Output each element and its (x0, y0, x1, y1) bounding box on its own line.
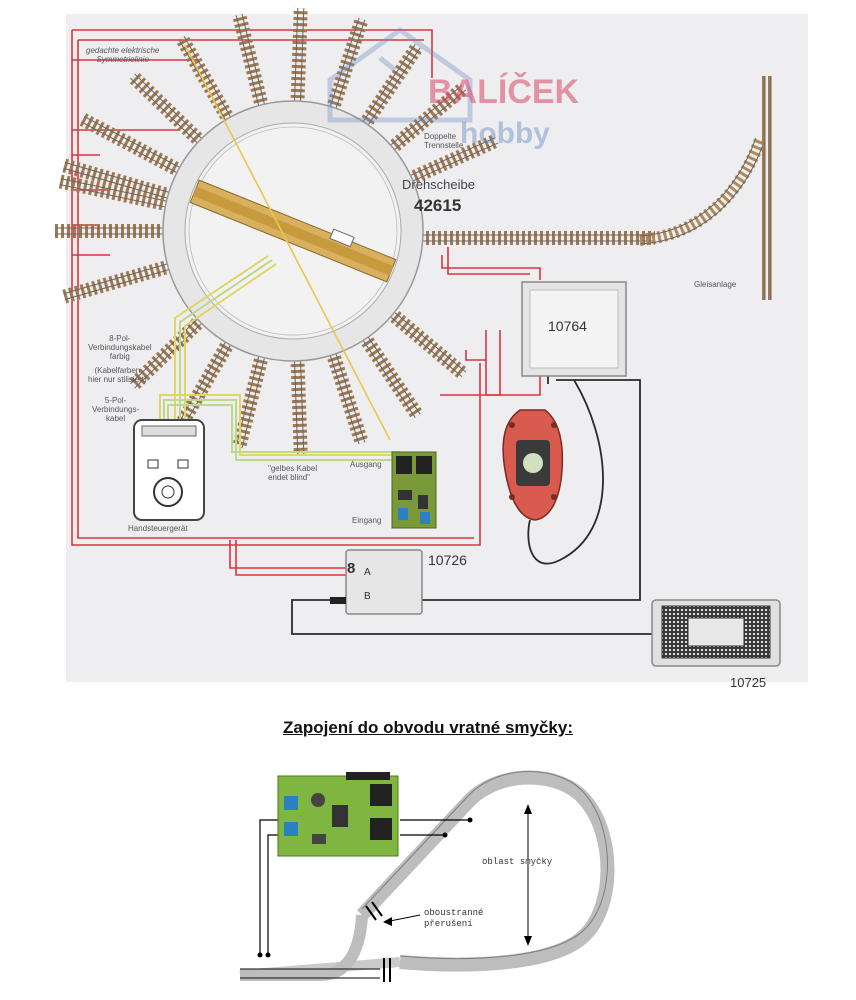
cable5-label: 5-Pol- Verbindungs- kabel (92, 396, 140, 423)
cable-colors-note: (Kabelfarben hier nur stilisiert) (88, 366, 147, 384)
yellow-cable-note: "gelbes Kabel endet blind" (268, 464, 318, 482)
turntable-part-number: 42615 (414, 196, 462, 215)
hand-control-device (133, 419, 205, 521)
turntable-pit (162, 44, 424, 441)
booster-part-number: 10726 (428, 552, 467, 568)
circuit-module-top (391, 451, 437, 529)
control-unit-10764 (521, 281, 627, 377)
cable8-label: 8-Pol- Verbindungskabel farbig (88, 334, 152, 361)
booster-terminal-8: 8 (347, 560, 356, 577)
separator-label: Doppelte Trennstelle (424, 132, 464, 150)
reverse-loop-diagram (239, 770, 615, 982)
transformer-10725 (651, 599, 781, 667)
track-layout-label: Gleisanlage (694, 280, 737, 289)
transformer-part-number: 10725 (730, 675, 767, 690)
turntable-name-label: Drehscheibe (402, 177, 475, 192)
watermark-brand-line2: hobby (460, 117, 550, 150)
radial-track (290, 7, 308, 128)
cable-bundle (159, 255, 400, 461)
input-label: Eingang (352, 516, 382, 525)
booster-terminal-b: B (364, 591, 371, 602)
output-label: Ausgang (350, 460, 382, 469)
digital-handset (502, 409, 564, 521)
control-unit-number: 10764 (548, 318, 587, 334)
loop-area-label: oblast smyčky (482, 857, 553, 867)
watermark-brand-line1: BALÍČEK (428, 73, 580, 111)
dark-wire-network (291, 372, 656, 635)
booster-terminal-a: A (364, 567, 371, 578)
section-heading: Zapojení do obvodu vratné smyčky: (282, 718, 573, 737)
watermark-logo (327, 26, 473, 123)
symmetry-line-label: gedachte elektrische Symmetrielinie (86, 46, 160, 64)
double-gap-label: oboustranné přerušení (424, 908, 484, 929)
hand-control-label: Handsteuergerät (128, 524, 188, 533)
track-right (410, 76, 774, 300)
booster-10726 (330, 549, 423, 615)
